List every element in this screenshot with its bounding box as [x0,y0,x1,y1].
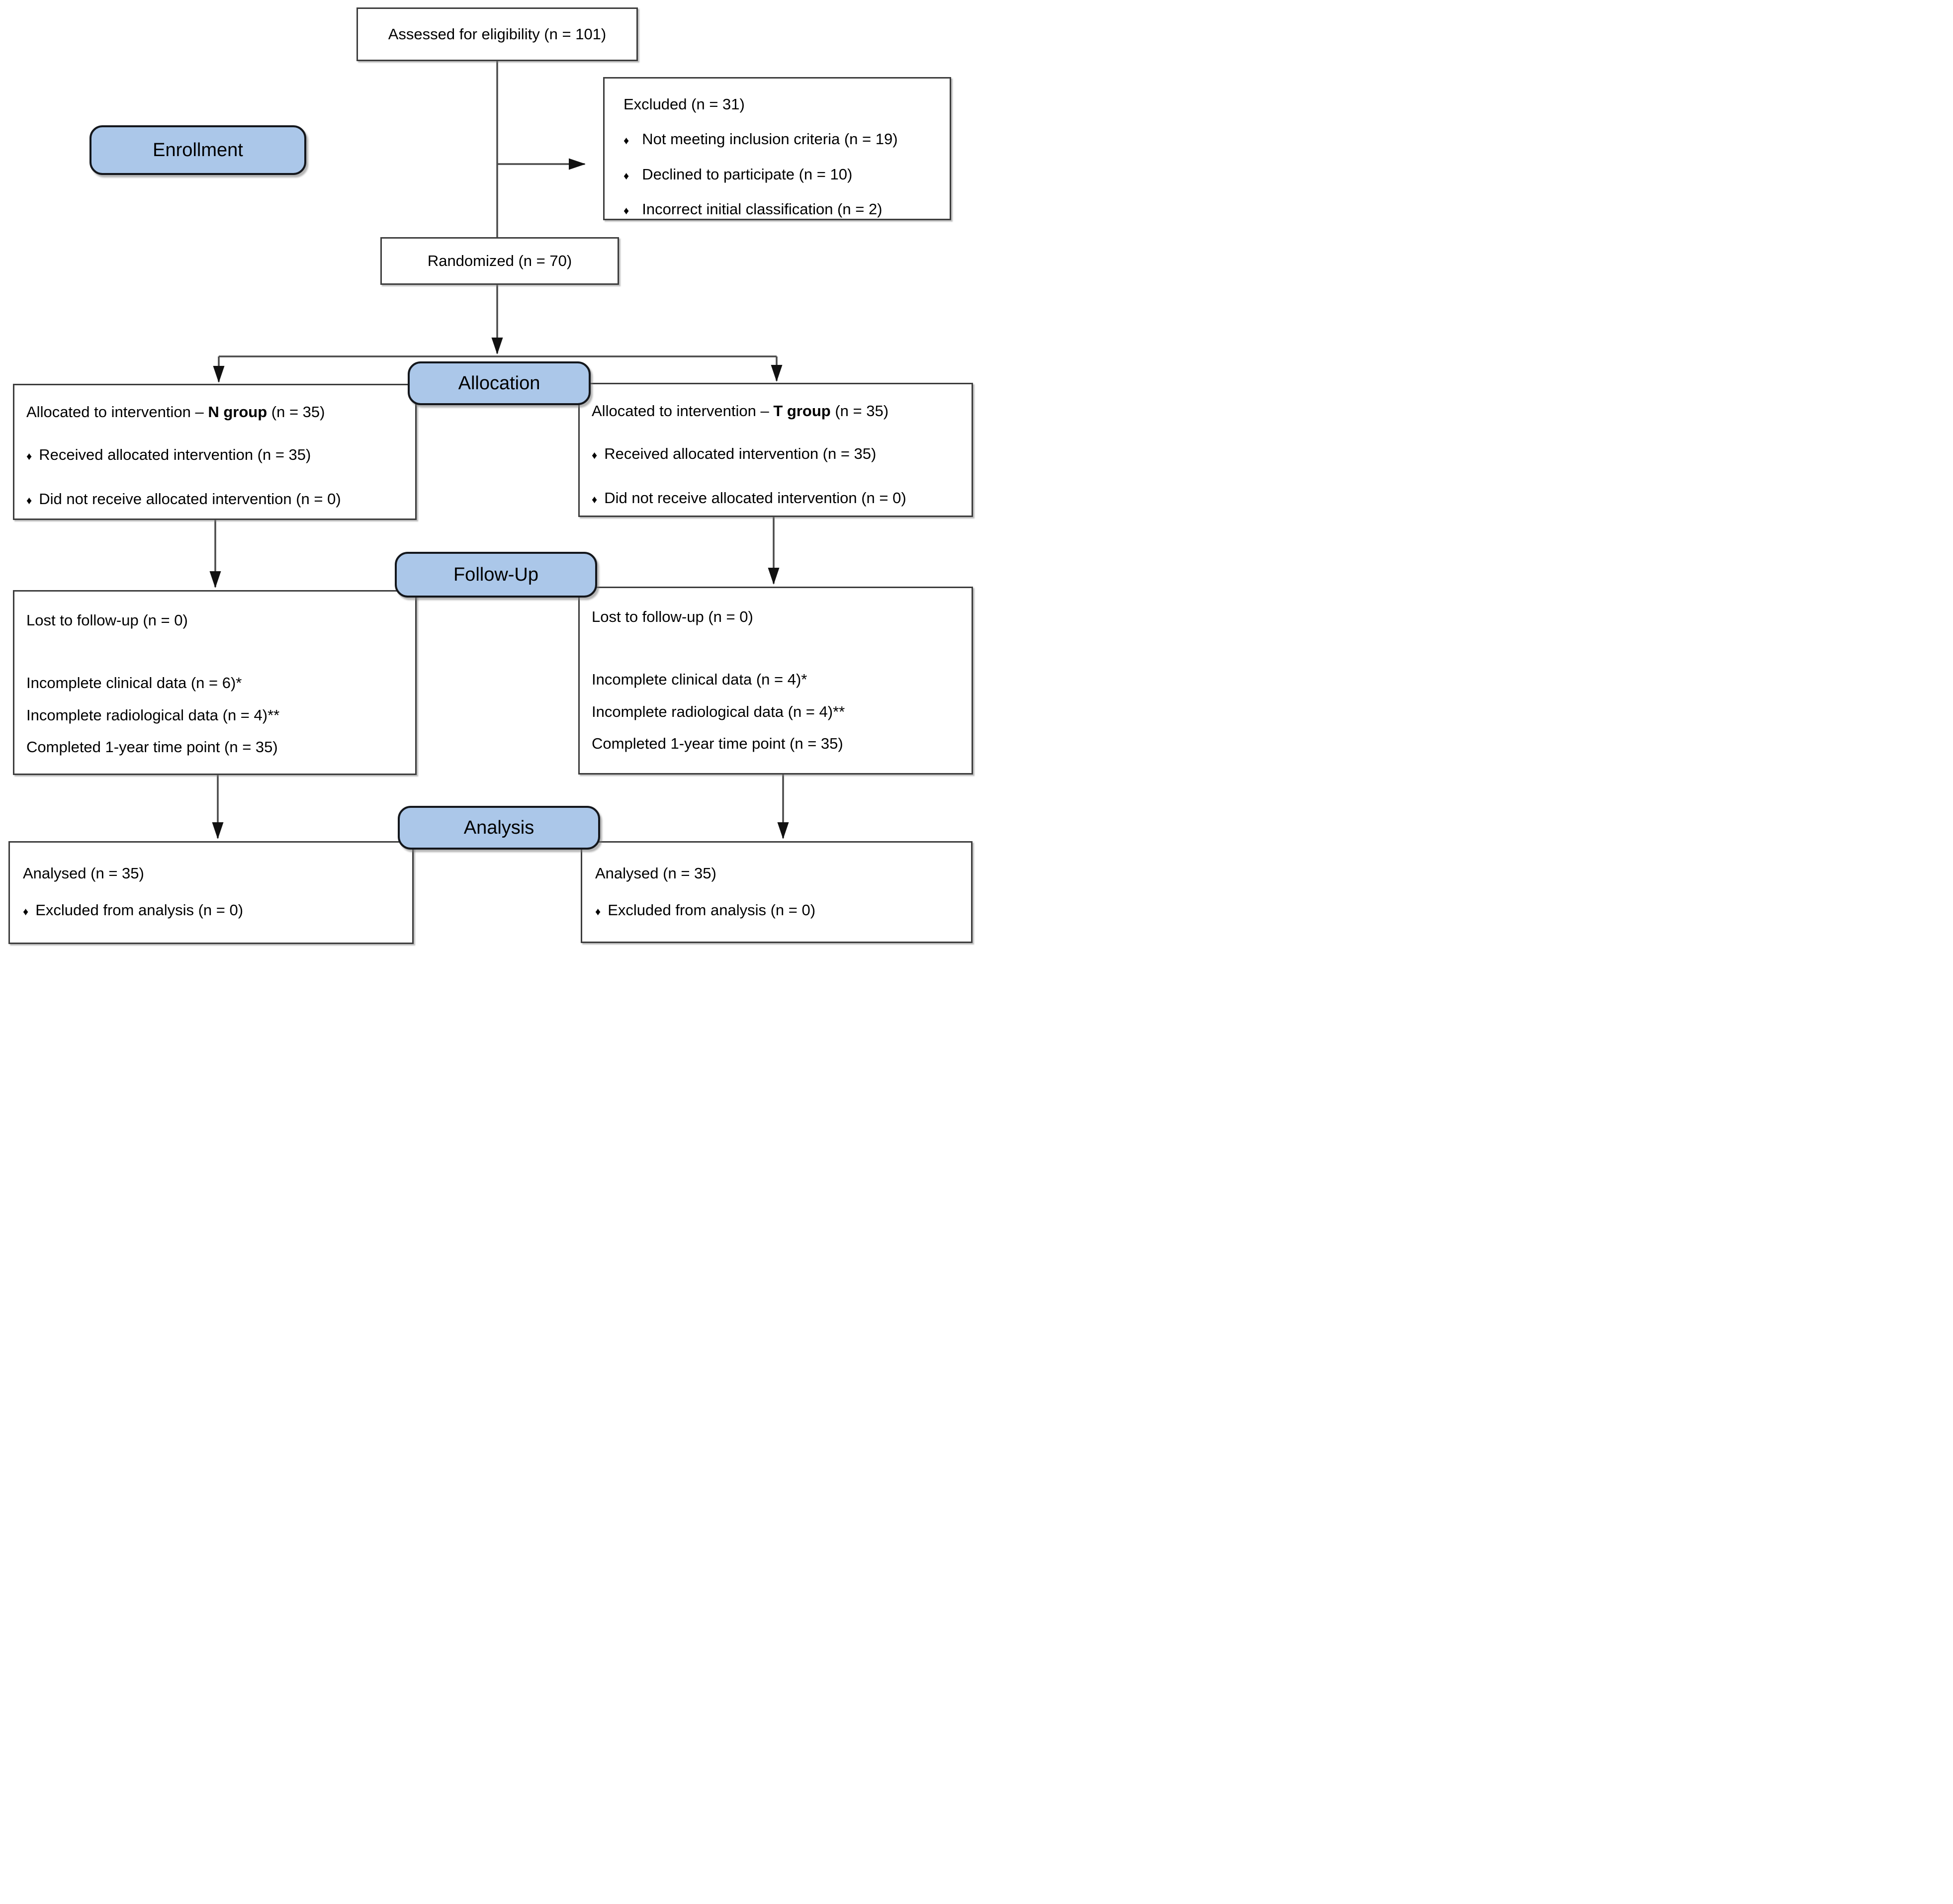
allocation-n-title-suffix: (n = 35) [267,403,325,421]
followup-line: Completed 1-year time point (n = 35) [592,734,843,752]
bullet-diamond-icon: ♦ [623,134,629,147]
enrollment-stage-label: Enrollment [89,125,306,175]
analysis-title: Analysed (n = 35) [23,865,144,882]
excluded-bullet-row: ♦ Declined to participate (n = 10) [623,165,941,184]
followup-line: Lost to follow-up (n = 0) [26,611,188,629]
followup-line: Incomplete clinical data (n = 6)* [26,674,242,692]
allocation-bullet-text: Did not receive allocated intervention (… [604,489,906,507]
allocation-n-title-prefix: Allocated to intervention – [26,403,208,421]
bullet-diamond-icon: ♦ [623,204,629,217]
excluded-bullet-row: ♦ Incorrect initial classification (n = … [623,199,941,219]
allocation-bullet-row: ♦ Received allocated intervention (n = 3… [26,445,405,465]
assessed-box: Assessed for eligibility (n = 101) [356,7,638,61]
followup-line: Lost to follow-up (n = 0) [592,608,753,625]
excluded-box: Excluded (n = 31) ♦ Not meeting inclusio… [603,77,951,220]
assessed-text: Assessed for eligibility (n = 101) [388,25,607,43]
bullet-diamond-icon: ♦ [26,450,32,463]
followup-n-group-box: Lost to follow-up (n = 0) Incomplete cli… [13,590,417,775]
allocation-t-title-suffix: (n = 35) [830,402,889,420]
allocation-stage-label: Allocation [408,361,591,405]
analysis-t-group-box: Analysed (n = 35) ♦ Excluded from analys… [581,841,973,943]
followup-line: Incomplete radiological data (n = 4)** [592,702,845,720]
randomized-text: Randomized (n = 70) [427,252,572,269]
consort-flow-diagram: Assessed for eligibility (n = 101) Exclu… [0,0,976,952]
bullet-diamond-icon: ♦ [23,905,29,918]
followup-stage-label: Follow-Up [395,552,597,598]
analysis-bullet-text: Excluded from analysis (n = 0) [35,901,244,919]
analysis-bullet-text: Excluded from analysis (n = 0) [608,901,816,919]
enrollment-stage-text: Enrollment [153,139,243,161]
analysis-bullet-row: ♦ Excluded from analysis (n = 0) [595,900,961,920]
excluded-bullet-text: Incorrect initial classification (n = 2) [642,200,883,218]
allocation-bullet-text: Received allocated intervention (n = 35) [39,446,311,464]
allocation-n-group-name: N group [208,403,267,421]
analysis-stage-label: Analysis [398,806,600,850]
analysis-title: Analysed (n = 35) [595,865,716,882]
excluded-bullet-text: Not meeting inclusion criteria (n = 19) [642,130,898,148]
followup-stage-text: Follow-Up [453,564,539,585]
allocation-bullet-row: ♦ Received allocated intervention (n = 3… [592,444,962,464]
allocation-bullet-text: Received allocated intervention (n = 35) [604,445,877,463]
followup-line: Completed 1-year time point (n = 35) [26,738,278,756]
allocation-n-group-box: Allocated to intervention – N group (n =… [13,384,417,520]
allocation-bullet-text: Did not receive allocated intervention (… [39,490,341,508]
bullet-diamond-icon: ♦ [595,905,601,918]
followup-line: Incomplete clinical data (n = 4)* [592,671,807,689]
allocation-bullet-row: ♦ Did not receive allocated intervention… [592,488,962,508]
followup-t-group-box: Lost to follow-up (n = 0) Incomplete cli… [578,587,973,775]
randomized-box: Randomized (n = 70) [380,237,619,285]
analysis-stage-text: Analysis [463,817,534,838]
allocation-bullet-row: ♦ Did not receive allocated intervention… [26,489,405,509]
allocation-stage-text: Allocation [458,372,540,394]
excluded-bullet-row: ♦ Not meeting inclusion criteria (n = 19… [623,129,941,149]
allocation-t-title: Allocated to intervention – T group (n =… [592,401,962,421]
allocation-n-title: Allocated to intervention – N group (n =… [26,402,405,422]
allocation-t-group-name: T group [773,402,831,420]
analysis-n-group-box: Analysed (n = 35) ♦ Excluded from analys… [8,841,414,944]
excluded-title: Excluded (n = 31) [623,95,745,113]
bullet-diamond-icon: ♦ [592,449,598,462]
bullet-diamond-icon: ♦ [26,494,32,507]
allocation-t-group-box: Allocated to intervention – T group (n =… [578,383,973,517]
bullet-diamond-icon: ♦ [623,169,629,182]
analysis-bullet-row: ♦ Excluded from analysis (n = 0) [23,900,402,920]
followup-line: Incomplete radiological data (n = 4)** [26,706,280,724]
bullet-diamond-icon: ♦ [592,493,598,506]
allocation-t-title-prefix: Allocated to intervention – [592,402,774,420]
excluded-bullet-text: Declined to participate (n = 10) [642,165,853,183]
